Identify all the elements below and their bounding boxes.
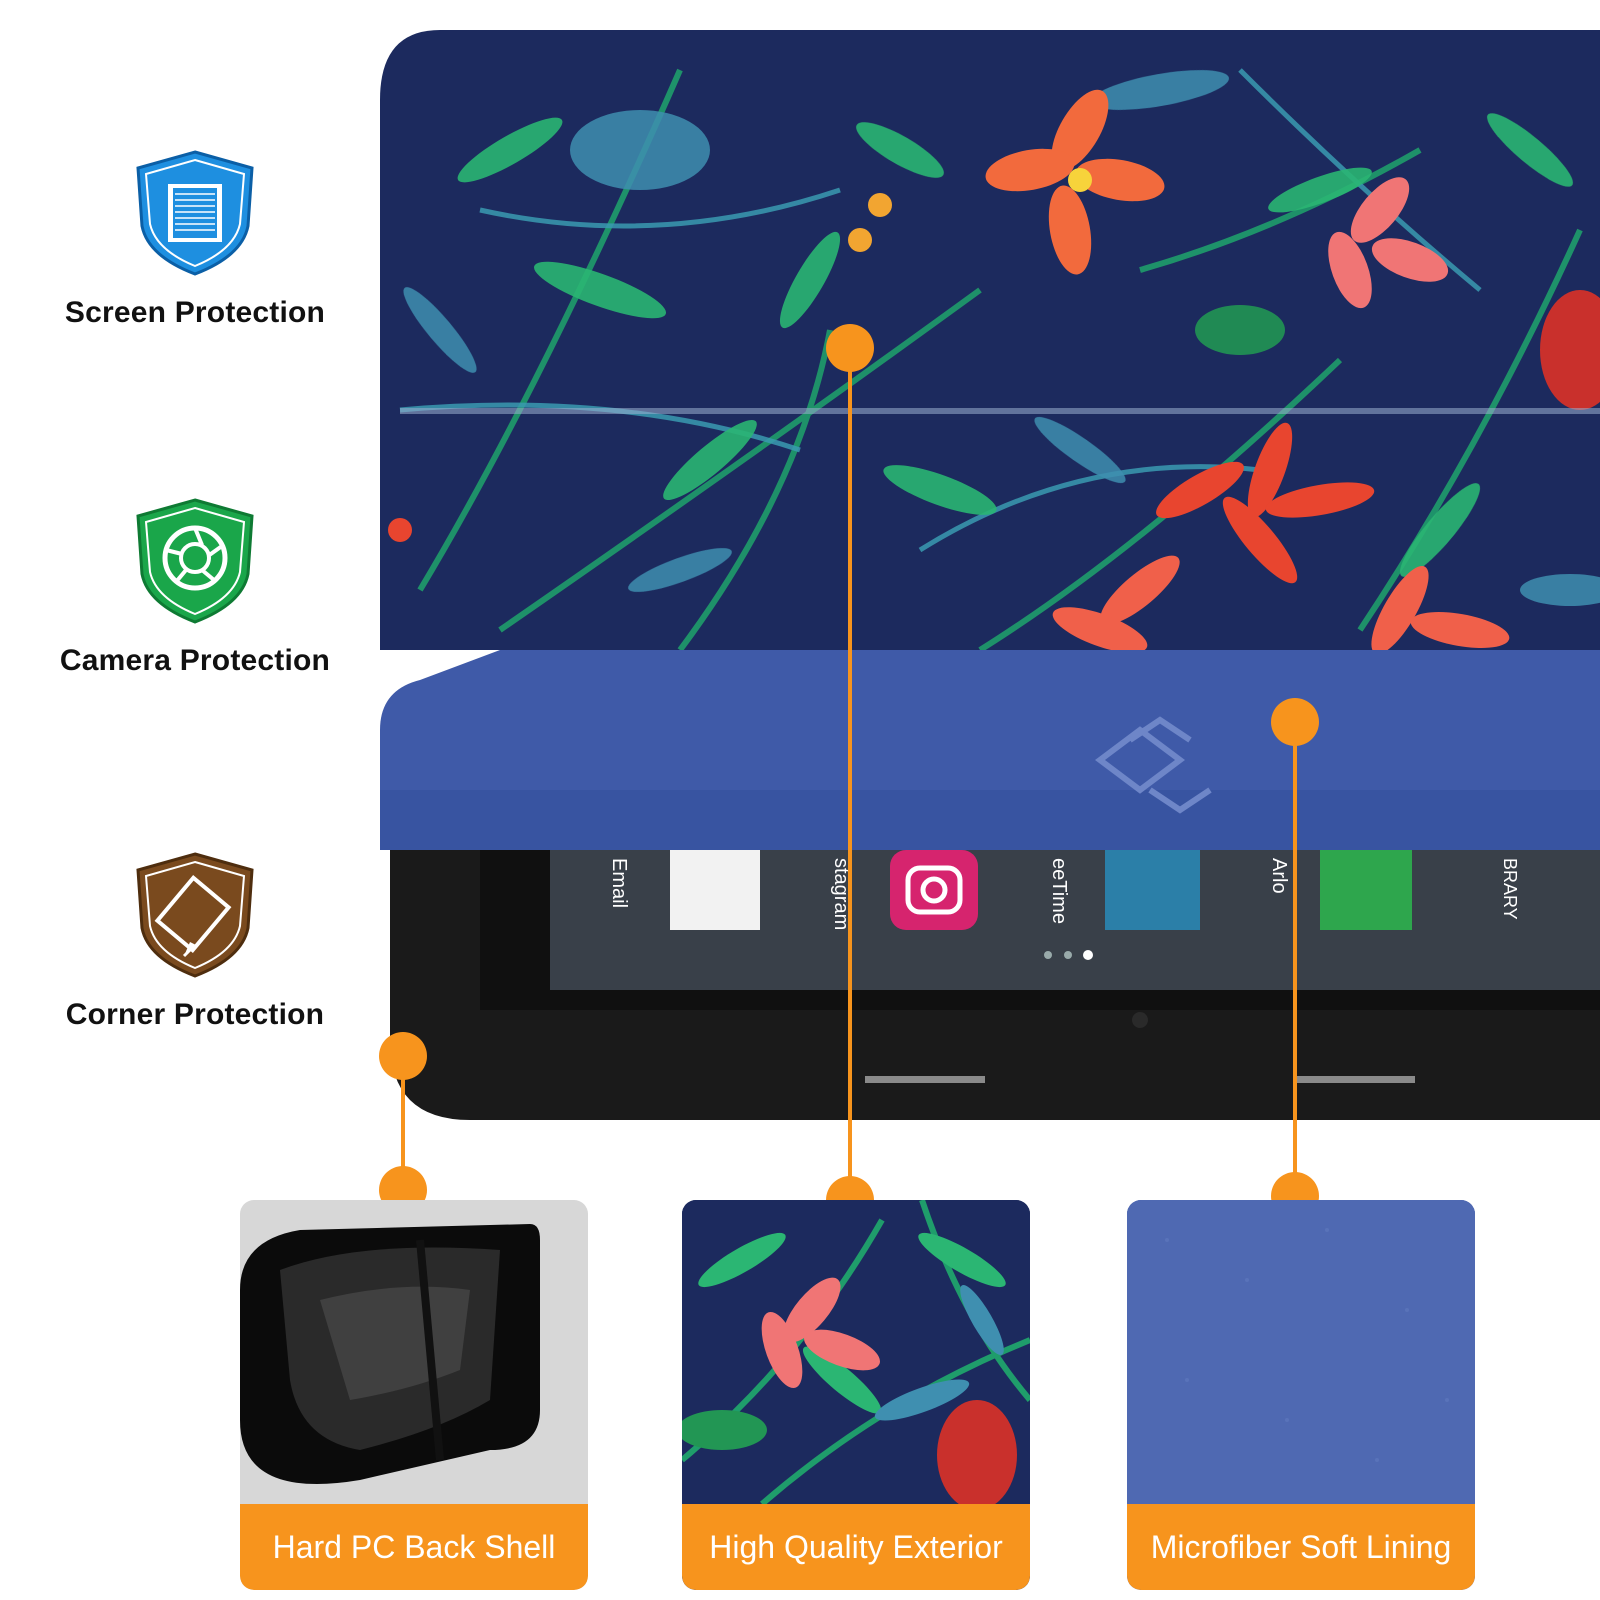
card-microfiber-lining: Microfiber Soft Lining (1127, 1200, 1475, 1590)
app-label: eeTime (1048, 858, 1070, 924)
app-label: Email (608, 858, 630, 909)
feature-camera-protection: Camera Protection (30, 496, 360, 678)
callout-dot-shell-top (379, 1032, 427, 1080)
brand-logo-icon (1095, 716, 1212, 814)
floral-closeup (682, 1200, 1030, 1510)
card-label: Microfiber Soft Lining (1127, 1504, 1475, 1590)
tablet-case-illustration: Email stagram eeTime Arlo BRARY (380, 30, 1600, 1120)
card-high-quality-exterior: High Quality Exterior (682, 1200, 1030, 1590)
app-label: BRARY (1500, 858, 1520, 920)
microfiber-closeup (1127, 1200, 1475, 1504)
floral-cover-art (380, 30, 1600, 1120)
feature-label: Corner Protection (65, 998, 325, 1031)
callout-dot-exterior-top (826, 324, 874, 372)
app-label: Arlo (1268, 858, 1290, 894)
corner-shield-icon (136, 852, 254, 978)
feature-label: Camera Protection (59, 644, 331, 677)
feature-screen-protection: Screen Protection (30, 148, 360, 330)
camera-shield-icon (136, 498, 254, 624)
card-hard-pc-shell: Hard PC Back Shell (240, 1200, 588, 1590)
pc-shell-closeup (240, 1224, 540, 1484)
callout-dot-lining-top (1271, 698, 1319, 746)
card-label: Hard PC Back Shell (240, 1504, 588, 1590)
feature-label: Screen Protection (64, 296, 326, 329)
callout-line-lining (1293, 722, 1297, 1186)
screen-shield-icon (136, 150, 254, 276)
callout-line-exterior (848, 350, 852, 1186)
callout-line-shell (401, 1056, 405, 1186)
card-label: High Quality Exterior (682, 1504, 1030, 1590)
feature-corner-protection: Corner Protection (30, 850, 360, 1032)
